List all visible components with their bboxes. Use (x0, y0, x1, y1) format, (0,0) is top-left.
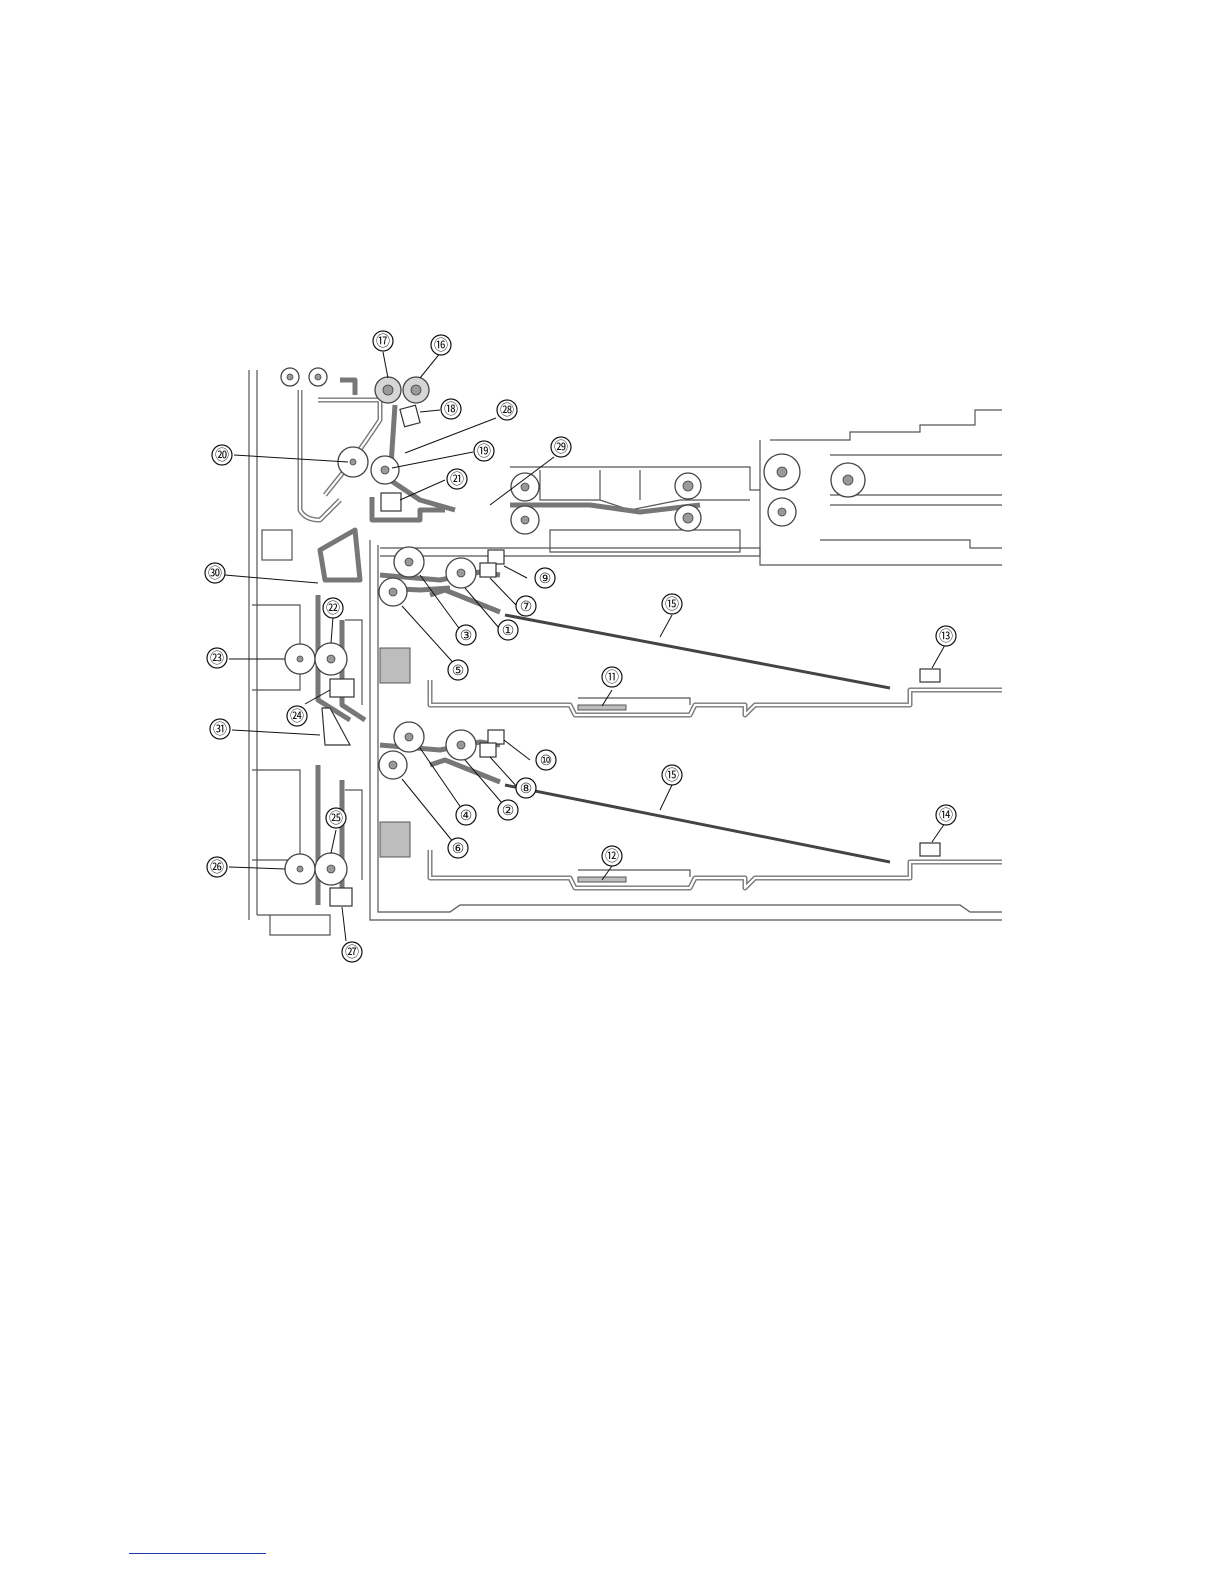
callout-14-label: ⑭ (939, 807, 953, 823)
callout-21: ㉑ (447, 469, 467, 489)
callout-4-label: ④ (460, 807, 473, 823)
callout-15b-label: ⑮ (665, 767, 679, 783)
callout-23: ㉓ (207, 648, 227, 668)
callout-12: ⑫ (602, 846, 622, 866)
callout-14: ⑭ (936, 805, 956, 825)
callout-10: ⑩ (536, 750, 556, 770)
callout-30-label: ㉚ (208, 565, 222, 581)
callout-3-label: ③ (460, 627, 473, 643)
callout-29: ㉙ (551, 437, 571, 457)
callout-22-label: ㉒ (326, 600, 340, 616)
callout-8-label: ⑧ (520, 780, 533, 796)
callout-13-label: ⑬ (939, 628, 953, 644)
callout-28: ㉘ (497, 400, 517, 420)
callout-18-label: ⑱ (444, 401, 458, 417)
callout-26: ㉖ (207, 857, 227, 877)
callout-23-label: ㉓ (210, 650, 224, 666)
callout-22: ㉒ (323, 598, 343, 618)
callout-1-label: ① (502, 622, 515, 638)
callout-27: ㉗ (342, 942, 362, 962)
callout-17-label: ⑰ (376, 333, 390, 349)
lift-plates (505, 615, 890, 862)
callout-2-label: ② (502, 802, 515, 818)
callout-13: ⑬ (936, 626, 956, 646)
callout-12-label: ⑫ (605, 848, 619, 864)
callout-16-label: ⑯ (434, 337, 448, 353)
callout-9: ⑨ (535, 568, 555, 588)
footer-rule (129, 1553, 266, 1554)
callout-25: ㉕ (326, 808, 346, 828)
callout-4: ④ (456, 805, 476, 825)
callout-11-label: ⑪ (605, 669, 619, 685)
callout-15b: ⑮ (662, 765, 682, 785)
callout-24: ㉔ (287, 706, 307, 726)
callout-3: ③ (456, 625, 476, 645)
callout-8: ⑧ (516, 778, 536, 798)
callout-31-label: ㉛ (213, 721, 227, 737)
callout-29-label: ㉙ (554, 439, 568, 455)
callout-25-label: ㉕ (329, 810, 343, 826)
callout-26-label: ㉖ (210, 859, 224, 875)
callout-7-label: ⑦ (520, 598, 533, 614)
callout-16: ⑯ (431, 335, 451, 355)
callout-20-label: ⑳ (215, 447, 229, 463)
callout-21-label: ㉑ (450, 471, 464, 487)
callout-19: ⑲ (474, 441, 494, 461)
callout-27-label: ㉗ (345, 944, 359, 960)
callout-15a-label: ⑮ (665, 596, 679, 612)
callout-10-label: ⑩ (540, 752, 553, 768)
callout-11: ⑪ (602, 667, 622, 687)
callout-18: ⑱ (441, 399, 461, 419)
callout-31: ㉛ (210, 719, 230, 739)
callout-19-label: ⑲ (477, 443, 491, 459)
callout-7: ⑦ (516, 596, 536, 616)
callout-2: ② (498, 800, 518, 820)
callout-15a: ⑮ (662, 594, 682, 614)
callout-30: ㉚ (205, 563, 225, 583)
callout-24-label: ㉔ (290, 708, 304, 724)
callout-6-label: ⑥ (452, 840, 465, 856)
callout-9-label: ⑨ (539, 570, 552, 586)
callout-20: ⑳ (212, 445, 232, 465)
callout-5: ⑤ (448, 660, 468, 680)
callout-17: ⑰ (373, 331, 393, 351)
callout-28-label: ㉘ (500, 402, 514, 418)
callout-5-label: ⑤ (452, 662, 465, 678)
callout-6: ⑥ (448, 838, 468, 858)
callout-1: ① (498, 620, 518, 640)
